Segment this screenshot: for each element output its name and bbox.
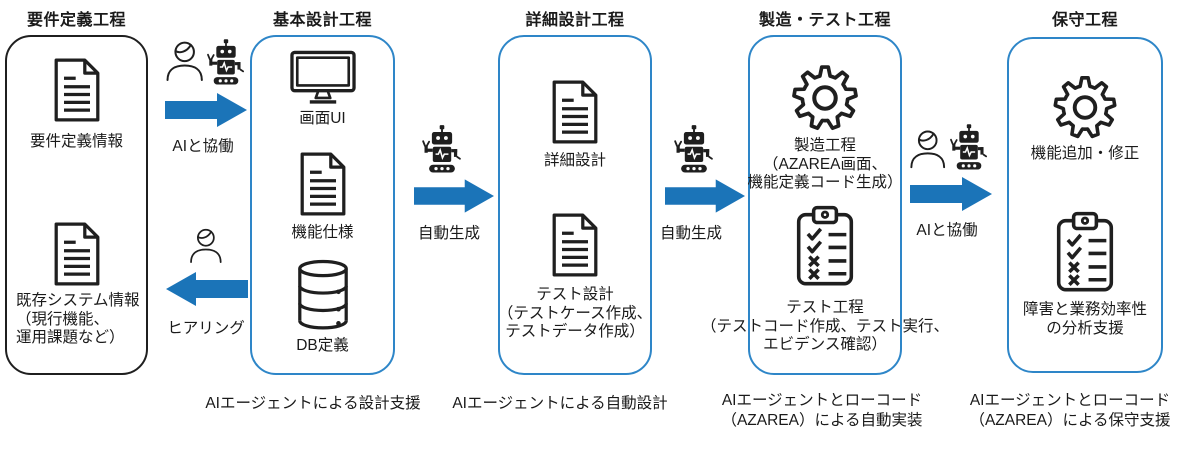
checklist-clipboard-icon: [1053, 210, 1117, 294]
stage-title-build-test: 製造・テスト工程: [758, 12, 891, 29]
item-label: テスト工程 （テストコード作成、テスト実行、 エビデンス確認）: [700, 299, 950, 353]
stage-box-detail-design: 詳細設計 テスト設計 （テストケース作成、 テストデータ作成）: [498, 35, 652, 375]
arrow-right-icon: [665, 179, 745, 213]
stage-caption: AIエージェントによる設計支援: [205, 395, 421, 412]
item-label: 機能仕様: [291, 224, 354, 241]
arrow-right-icon: [414, 179, 494, 213]
item-label: 詳細設計: [543, 152, 607, 169]
person-icon: [164, 37, 208, 87]
document-icon: [51, 57, 103, 123]
item-label: 要件定義情報: [29, 133, 124, 150]
person-icon: [908, 126, 950, 174]
stage-title-maintenance: 保守工程: [1051, 12, 1118, 29]
stage-box-requirements: 要件定義情報 既存システム情報 （現行機能、 運用課題など）: [5, 35, 148, 375]
stage-caption: AIエージェントによる自動設計: [452, 395, 668, 412]
document-icon: [549, 212, 601, 278]
arrow-left-icon: [166, 272, 248, 306]
person-icon: [188, 224, 226, 269]
stage-caption: AIエージェントとローコード （AZAREA）による保守支援: [969, 392, 1171, 429]
monitor-icon: [289, 50, 356, 105]
item-label: テスト設計 （テストケース作成、 テストデータ作成）: [497, 286, 653, 340]
database-icon: [294, 258, 352, 332]
gear-icon: [788, 61, 862, 135]
robot-icon: [419, 124, 465, 176]
connector-label: ヒアリング: [167, 320, 245, 337]
stage-title-basic-design: 基本設計工程: [272, 12, 372, 29]
document-icon: [51, 221, 103, 287]
document-icon: [297, 151, 349, 217]
item-label: 障害と業務効率性 の分析支援: [1022, 301, 1148, 337]
arrow-right-icon: [165, 93, 247, 127]
stage-box-maintenance: 機能追加・修正 障害と業務効率性 の分析支援: [1007, 37, 1163, 373]
robot-icon: [204, 38, 248, 88]
stage-box-basic-design: 画面UI 機能仕様 DB定義: [250, 35, 395, 375]
item-label: 製造工程 （AZAREA画面、 機能定義コード生成）: [747, 137, 903, 191]
robot-icon: [947, 123, 991, 173]
connector-label: 自動生成: [417, 225, 480, 242]
document-icon: [549, 79, 601, 145]
gear-icon: [1050, 72, 1121, 143]
connector-label: AIと協働: [916, 222, 978, 239]
stage-title-requirements: 要件定義工程: [26, 12, 126, 29]
arrow-right-icon: [910, 177, 992, 211]
item-label: 画面UI: [299, 110, 346, 127]
stage-box-build-test: 製造工程 （AZAREA画面、 機能定義コード生成） テスト工程 （テストコード…: [701, 35, 949, 375]
checklist-clipboard-icon: [793, 204, 857, 288]
item-label: DB定義: [296, 337, 349, 354]
item-label: 機能追加・修正: [1030, 145, 1140, 162]
robot-icon: [671, 124, 717, 176]
connector-label: AIと協働: [172, 138, 234, 155]
item-label: 既存システム情報 （現行機能、 運用課題など）: [16, 292, 140, 346]
stage-caption: AIエージェントとローコード （AZAREA）による自動実装: [721, 392, 923, 429]
stage-title-detail-design: 詳細設計工程: [525, 12, 625, 29]
connector-label: 自動生成: [659, 225, 722, 242]
